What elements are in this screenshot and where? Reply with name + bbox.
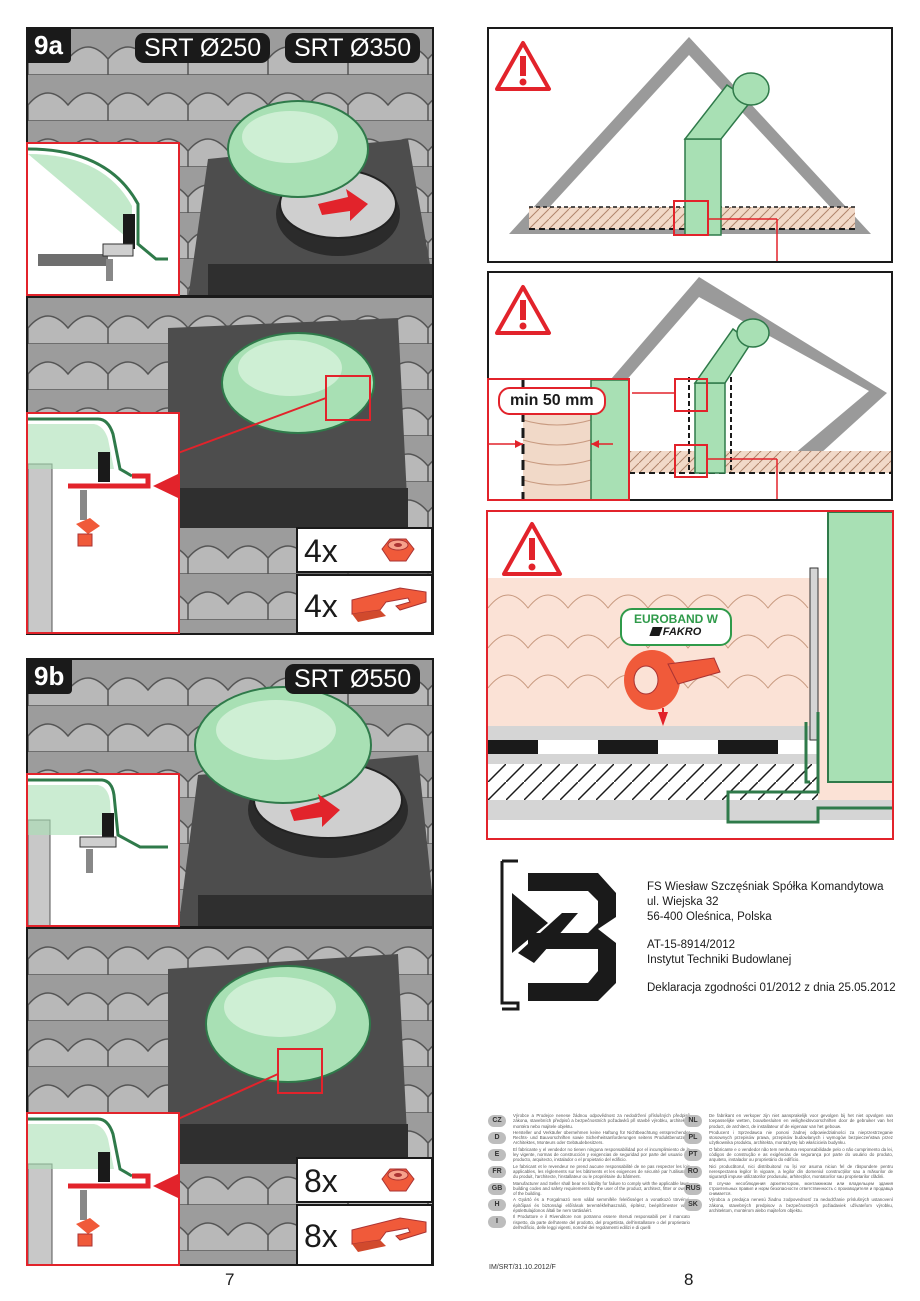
language-code-badge: GB xyxy=(488,1182,506,1195)
warning-triangle-icon xyxy=(495,285,551,335)
language-code-badge: FR xyxy=(488,1165,506,1178)
step-badge-9b: 9b xyxy=(28,660,73,694)
itb-logo xyxy=(500,859,616,1011)
legal-row: I Il Produttore e il Rivenditore non potr… xyxy=(487,1214,690,1230)
legal-text: В случае несоблюдения архитектором, монт… xyxy=(709,1180,893,1197)
attic-cross-section-diagram xyxy=(509,37,871,261)
language-code-badge: E xyxy=(488,1148,506,1161)
language-code-badge: PT xyxy=(684,1148,702,1161)
legal-disclaimer-right-column: NL De fabrikant en verkoper zijn niet aan… xyxy=(683,1113,893,1214)
legal-text: O fabricante e o vendedor não tem nenhum… xyxy=(709,1146,893,1163)
legal-row: SK Výrobca a predajca nenesú žiadnu zodpo… xyxy=(683,1197,893,1213)
clip-icon xyxy=(351,587,427,622)
insulated-roof-diagram xyxy=(599,277,891,499)
fakro-brand-text: FAKRO xyxy=(662,626,702,638)
quantity-count: 8x xyxy=(304,1218,338,1254)
warning-triangle-icon xyxy=(495,41,551,91)
legal-text: De fabrikant en verkoper zijn niet aansp… xyxy=(709,1113,893,1129)
page-number-left: 7 xyxy=(225,1270,235,1289)
warning-panel-sealing: EUROBAND W FAKRO xyxy=(486,510,894,840)
legal-row: RUS В случае несоблюдения архитектором, м… xyxy=(683,1181,893,1197)
legal-row: H A Gyártó és a Forgalmazó nem vállal sem… xyxy=(487,1197,690,1213)
legal-row: E El fabricante y el vendedor no tienen n… xyxy=(487,1147,690,1163)
legal-text: Výrobce a Prodejce nenese žádnou odpověd… xyxy=(513,1113,690,1129)
cert-declaration: Deklaracja zgodności 01/2012 z dnia 25.0… xyxy=(647,982,896,994)
legal-row: FR Le fabricant et le revendeur ne prend … xyxy=(487,1164,690,1180)
step-badge-9a: 9a xyxy=(28,29,71,63)
legal-text: Nici producătorul, nici distribuitorul n… xyxy=(709,1163,893,1180)
model-label-srt-250: SRT Ø250 xyxy=(135,33,271,63)
warning-panel-attic xyxy=(487,27,893,263)
quantity-box-clip-9a: 4x xyxy=(296,574,433,634)
legal-text: A Gyártó és a Forgalmazó nem vállal semm… xyxy=(513,1197,690,1214)
cert-city: 56-400 Oleśnica, Polska xyxy=(647,911,772,923)
legal-text: Le fabricant et le revendeur ne prend au… xyxy=(513,1163,690,1180)
cert-street: ul. Wiejska 32 xyxy=(647,896,719,908)
cert-company: FS Wiesław Szczęśniak Spółka Komandytowa xyxy=(647,881,884,893)
quantity-count: 8x xyxy=(304,1163,338,1199)
legal-disclaimer-left-column: CZ Výrobce a Prodejce nenese žádnou odpov… xyxy=(487,1113,690,1231)
detail-inset-9b-top xyxy=(26,773,180,927)
nut-icon xyxy=(381,1168,415,1192)
language-code-badge: NL xyxy=(684,1115,702,1127)
page-number-right: 8 xyxy=(684,1270,694,1289)
language-code-badge: SK xyxy=(684,1199,702,1212)
legal-row: NL De fabrikant en verkoper zijn niet aan… xyxy=(683,1113,893,1129)
quantity-count: 4x xyxy=(304,533,338,569)
language-code-badge: RUS xyxy=(684,1182,702,1195)
nut-icon xyxy=(381,538,415,562)
min-gap-label: min 50 mm xyxy=(498,387,606,415)
detail-inset-9b-bottom xyxy=(26,1112,180,1266)
model-label-srt-350: SRT Ø350 xyxy=(285,33,421,63)
document-reference: IM/SRT/31.10.2012/F xyxy=(489,1264,556,1271)
clip-icon xyxy=(351,1217,427,1252)
euroband-label: EUROBAND W FAKRO xyxy=(620,608,732,646)
language-code-badge: PL xyxy=(684,1131,702,1144)
legal-text: Il Produttore e il Rivenditore non potra… xyxy=(513,1214,690,1230)
legal-row: RO Nici producătorul, nici distribuitorul… xyxy=(683,1164,893,1180)
warning-triangle-icon xyxy=(502,522,562,576)
legal-row: PT O fabricante e o vendedor não tem nenh… xyxy=(683,1147,893,1163)
legal-text: El fabricante y el vendedor no tienen ni… xyxy=(513,1146,690,1163)
legal-text: Hersteller und Verkäufer übernehmen kein… xyxy=(513,1129,690,1146)
fakro-logo: FAKRO xyxy=(622,626,730,639)
detail-inset-9a-bottom xyxy=(26,412,180,634)
legal-row: CZ Výrobce a Prodejce nenese žádnou odpov… xyxy=(487,1113,690,1129)
legal-row: PL Producent i Sprzedawca nie ponosi żadn… xyxy=(683,1130,893,1146)
euroband-title: EUROBAND W xyxy=(634,612,718,626)
quantity-box-clip-9b: 8x xyxy=(296,1204,433,1266)
language-code-badge: CZ xyxy=(488,1115,506,1127)
legal-text: Producent i Sprzedawca nie ponosi żadnej… xyxy=(709,1129,893,1146)
legal-text: Výrobca a predajca nenesú žiadnu zodpove… xyxy=(709,1197,893,1214)
model-label-srt-550: SRT Ø550 xyxy=(285,664,421,694)
quantity-box-nut-9a: 4x xyxy=(296,527,433,573)
language-code-badge: H xyxy=(488,1199,506,1212)
cert-institute: Instytut Techniki Budowlanej xyxy=(647,954,792,966)
quantity-count: 4x xyxy=(304,588,338,624)
language-code-badge: RO xyxy=(684,1165,702,1178)
language-code-badge: I xyxy=(488,1216,506,1229)
quantity-box-nut-9b: 8x xyxy=(296,1157,433,1203)
legal-text: Manufacturer and Seller shall bear no li… xyxy=(513,1180,690,1197)
language-code-badge: D xyxy=(488,1131,506,1144)
legal-row: D Hersteller und Verkäufer übernehmen kei… xyxy=(487,1130,690,1146)
legal-row: GB Manufacturer and Seller shall bear no … xyxy=(487,1181,690,1197)
detail-inset-9a-top xyxy=(26,142,180,296)
cert-approval-number: AT-15-8914/2012 xyxy=(647,939,736,951)
